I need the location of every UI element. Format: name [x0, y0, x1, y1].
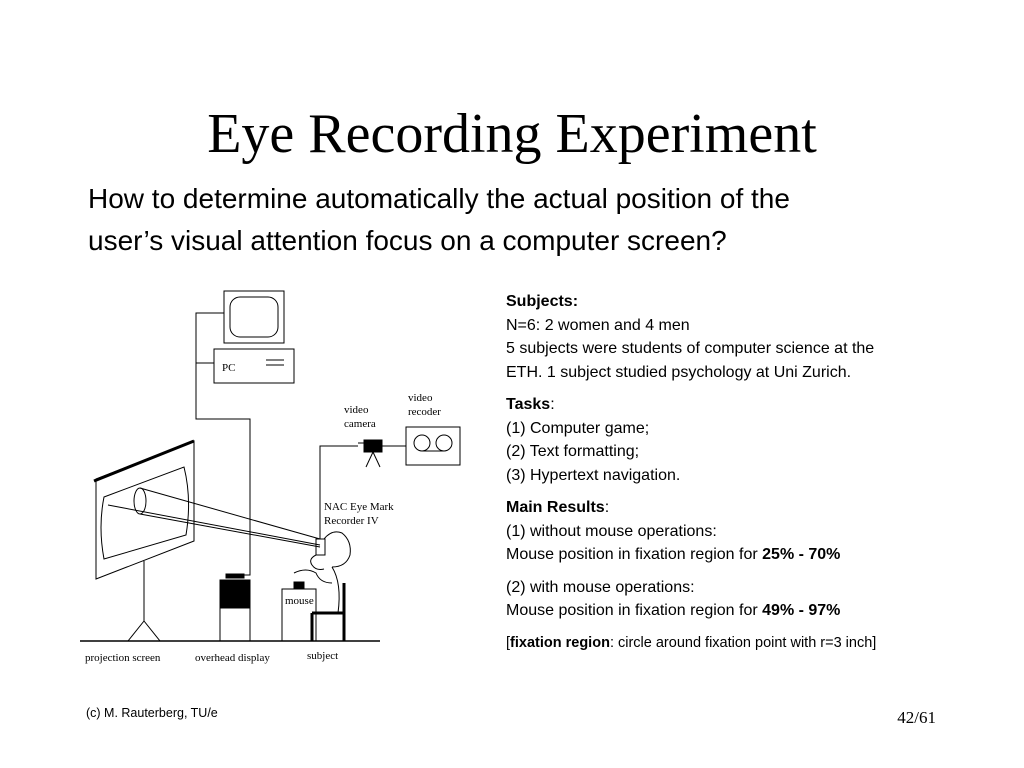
tasks-heading: Tasks:	[506, 396, 555, 413]
subtitle-line-1: How to determine automatically the actua…	[88, 183, 790, 214]
slide-title: Eye Recording Experiment	[207, 103, 817, 165]
eye-mark-recorder	[315, 538, 326, 556]
projection-screen-surface	[100, 466, 190, 560]
experiment-info: Subjects: N=6: 2 women and 4 men 5 subje…	[506, 290, 996, 664]
eye-recorder-cable	[319, 445, 358, 539]
nac-label-2: Recorder IV	[324, 515, 379, 527]
camera-tripod-left	[365, 451, 374, 468]
gaze-line-left	[107, 504, 321, 546]
page-number: 42/61	[897, 708, 936, 727]
tasks-section: Tasks: (1) Computer game; (2) Text forma…	[506, 393, 996, 487]
subject-torso	[331, 566, 340, 614]
subjects-section: Subjects: N=6: 2 women and 4 men 5 subje…	[506, 290, 996, 384]
subject-label: subject	[307, 650, 338, 662]
slide-subtitle: How to determine automatically the actua…	[88, 178, 988, 262]
subjects-detail-1: 5 subjects were students of computer sci…	[506, 340, 875, 357]
task-3: (3) Hypertext navigation.	[506, 466, 681, 484]
gaze-line-bottom	[139, 513, 321, 548]
experiment-setup-diagram: PC video camera video recoder NAC Eye Ma…	[80, 283, 480, 670]
pc-label: PC	[222, 362, 235, 374]
gaze-line-top	[139, 487, 321, 540]
monitor-body	[223, 290, 285, 344]
recorder-reel-left	[413, 434, 431, 452]
setup-drawing: PC video camera video recoder NAC Eye Ma…	[80, 290, 461, 664]
screen-stand-base	[126, 620, 162, 642]
subjects-heading: Subjects:	[506, 293, 579, 310]
recorder-reel-right	[435, 434, 453, 452]
results-heading: Main Results:	[506, 499, 610, 516]
subject-arm	[293, 569, 333, 584]
results-section: Main Results: (1) without mouse operatio…	[506, 496, 996, 567]
task-2: (2) Text formatting;	[506, 443, 640, 460]
subject-face	[310, 554, 325, 570]
copyright-footer: (c) M. Rauterberg, TU/e	[86, 706, 218, 720]
subtitle-line-2: user’s visual attention focus on a compu…	[88, 225, 727, 256]
results-section-2: (2) with mouse operations: Mouse positio…	[506, 576, 996, 623]
camera-tripod-right	[372, 451, 381, 468]
overhead-display-body	[219, 579, 251, 609]
subject-head	[323, 531, 351, 568]
projection-screen-label: projection screen	[85, 652, 161, 664]
overhead-display-label: overhead display	[195, 652, 270, 664]
video-camera-body	[363, 439, 383, 453]
mouse-device	[293, 581, 305, 590]
result-2-value: Mouse position in fixation region for 49…	[506, 602, 841, 619]
subjects-count: N=6: 2 women and 4 men	[506, 316, 690, 334]
fixation-note-text: [fixation region: circle around fixation…	[506, 634, 877, 651]
task-1: (1) Computer game;	[506, 419, 650, 437]
result-2-condition: (2) with mouse operations:	[506, 578, 695, 596]
video-camera-label-1: video	[344, 404, 369, 416]
video-camera-label-2: camera	[344, 418, 376, 430]
projection-screen-top-edge	[93, 439, 195, 483]
monitor-screen	[229, 296, 279, 338]
pc-monitor-cable	[195, 312, 224, 363]
overhead-display-top	[225, 573, 245, 579]
mouse-table	[281, 588, 317, 642]
mouse-label: mouse	[285, 595, 314, 607]
result-1-condition: (1) without mouse operations:	[506, 522, 717, 540]
subject-leg	[315, 612, 338, 641]
pc-box	[213, 348, 295, 384]
video-recorder-label-2: recoder	[408, 406, 441, 418]
pc-projector-cable	[195, 362, 251, 576]
nac-label-1: NAC Eye Mark	[324, 501, 394, 513]
subjects-detail-2: ETH. 1 subject studied psychology at Uni…	[506, 363, 852, 381]
video-recorder-label-1: video	[408, 392, 433, 404]
result-1-value: Mouse position in fixation region for 25…	[506, 546, 841, 563]
overhead-display-stand	[219, 607, 251, 642]
fixation-note: [fixation region: circle around fixation…	[506, 632, 996, 656]
